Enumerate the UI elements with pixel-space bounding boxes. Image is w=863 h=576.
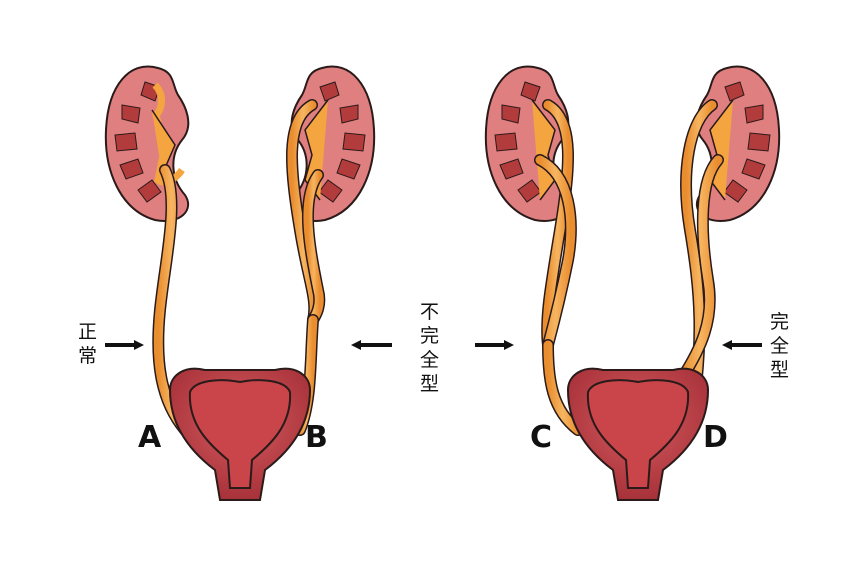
panel-label-a: A: [138, 420, 162, 455]
label-incomplete-char-2: 完: [420, 325, 439, 347]
bladder-2: [566, 367, 710, 501]
label-complete-char-3: 型: [770, 359, 789, 381]
label-incomplete: 不 完 全 型: [420, 301, 439, 395]
label-incomplete-char-4: 型: [420, 373, 439, 395]
label-normal: 正 常: [78, 321, 97, 367]
label-incomplete-char-3: 全: [420, 349, 439, 371]
kidney-3: [484, 65, 570, 222]
label-normal-char-1: 正: [78, 321, 97, 343]
bladder-1: [168, 367, 312, 501]
ureter-c: [534, 99, 584, 436]
label-incomplete-char-1: 不: [420, 301, 439, 323]
label-complete-char-1: 完: [770, 311, 789, 333]
ureter-d: [676, 99, 724, 436]
panel-label-c: C: [530, 420, 552, 455]
ureter-a: [152, 164, 191, 436]
panel-label-d: D: [703, 420, 728, 455]
kidney-2: [290, 65, 376, 222]
label-complete-char-2: 全: [770, 335, 789, 357]
label-complete: 完 全 型: [770, 311, 789, 381]
panel-label-b: B: [305, 420, 328, 455]
kidney-1: [104, 65, 190, 222]
label-normal-char-2: 常: [78, 345, 97, 367]
